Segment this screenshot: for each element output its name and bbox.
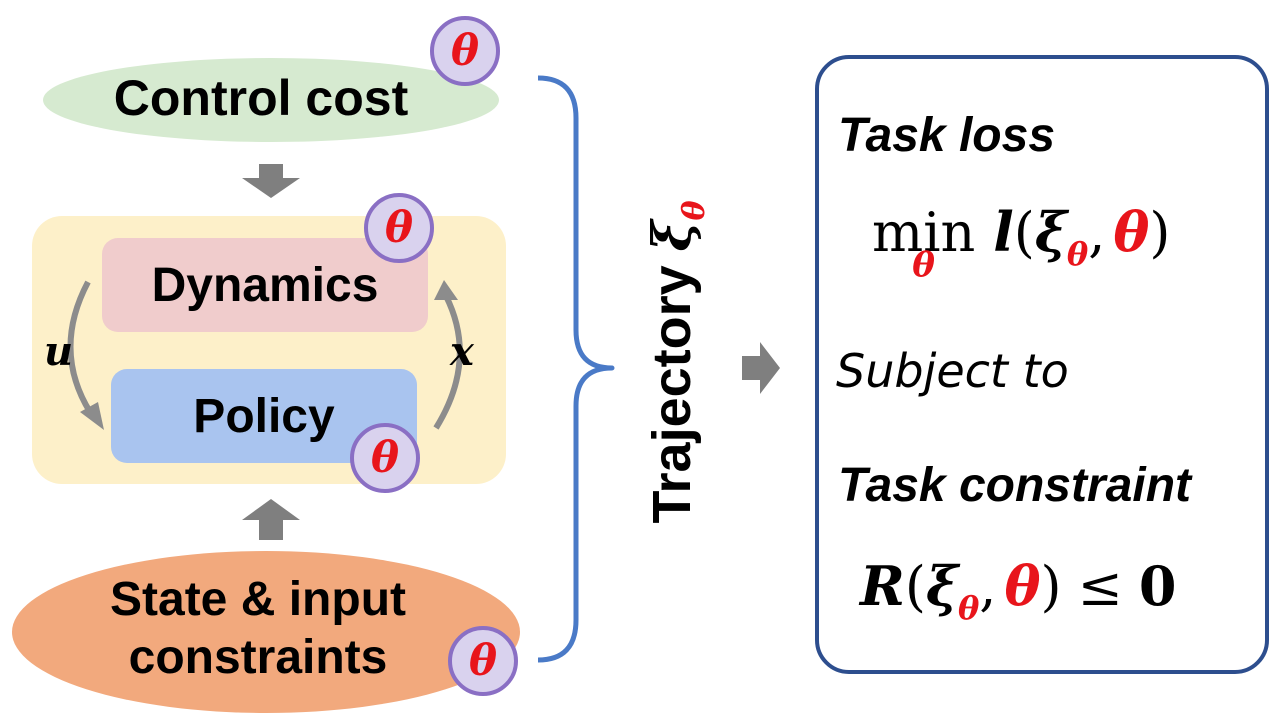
trajectory-brace <box>537 75 615 663</box>
loss-comma: , <box>1088 201 1106 264</box>
min-operator-group: min θ <box>872 201 975 282</box>
loss-fn: l <box>993 200 1014 264</box>
state-input-constraints-label: State & input constraints <box>28 562 488 696</box>
constraint-xi: ξ <box>925 554 958 618</box>
policy-label: Policy <box>193 389 335 443</box>
theta-badge-state-constraints: θ <box>448 626 518 696</box>
u-edge-label: u <box>44 328 74 375</box>
x-arrowhead <box>434 280 458 300</box>
trajectory-label: Trajectory <box>642 265 702 524</box>
loss-theta: θ <box>1113 200 1150 264</box>
state-input-line2: constraints <box>128 631 388 684</box>
dynamics-node <box>102 238 428 332</box>
constraint-theta: θ <box>1004 554 1041 618</box>
task-constraint-heading: Task constraint <box>838 459 1191 512</box>
loss-close-paren: ) <box>1149 201 1171 264</box>
min-subscript: θ <box>912 245 935 285</box>
arrow-control-to-loop <box>242 164 300 198</box>
trajectory-label-group: Trajectory ξ θ <box>641 201 712 524</box>
min-operator: min <box>872 201 976 264</box>
constraint-close-paren: ) <box>1040 555 1062 618</box>
trajectory-subscript: θ <box>677 200 712 221</box>
state-input-line1: State & input <box>110 573 406 626</box>
subject-to-label: Subject to <box>836 344 1069 398</box>
constraint-zero: 0 <box>1138 554 1177 618</box>
control-cost-node <box>43 58 499 142</box>
arrow-to-problem <box>742 342 780 394</box>
u-loop-arc <box>67 280 93 414</box>
state-input-constraints-node <box>12 551 520 713</box>
task-loss-heading: Task loss <box>838 109 1056 162</box>
optimization-problem-box <box>815 55 1269 674</box>
control-cost-label: Control cost <box>113 70 409 126</box>
constraint-open-paren: ( <box>904 555 926 618</box>
dynamics-label: Dynamics <box>151 258 379 312</box>
loss-xi-subscript: θ <box>1066 235 1089 273</box>
x-edge-label: x <box>450 328 474 375</box>
u-arrowhead <box>80 402 104 430</box>
theta-badge-policy: θ <box>350 423 420 493</box>
theta-badge-dynamics: θ <box>364 193 434 263</box>
constraint-comma: , <box>979 555 997 618</box>
constraint-leq: ≤ <box>1077 555 1123 618</box>
arrow-state-to-loop <box>242 499 300 540</box>
task-constraint-expression: R ( ξ θ , θ ) ≤ 0 <box>860 554 1177 627</box>
trajectory-xi: ξ <box>642 220 703 252</box>
task-loss-expression: min θ l ( ξ θ , θ ) <box>872 200 1170 282</box>
x-loop-arc <box>433 294 463 430</box>
constraint-xi-subscript: θ <box>957 589 980 627</box>
loss-open-paren: ( <box>1013 201 1035 264</box>
loss-xi: ξ <box>1034 200 1067 264</box>
theta-badge-control-cost: θ <box>430 16 500 86</box>
constraint-fn: R <box>860 554 905 618</box>
